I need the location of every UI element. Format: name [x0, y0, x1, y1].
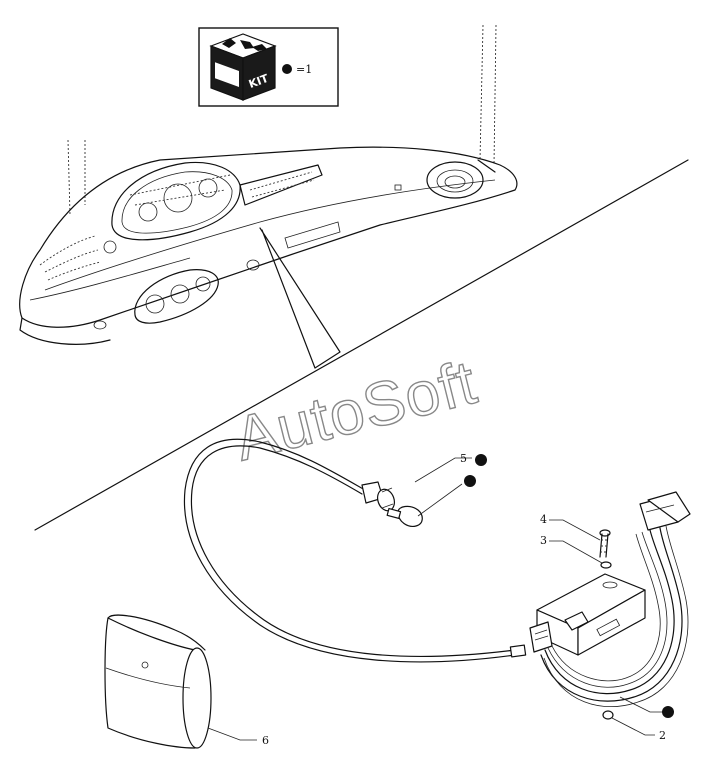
kit-dot-icon	[282, 64, 292, 74]
kit-box-icon: KIT KIT	[209, 33, 277, 101]
dashboard-illustration	[19, 24, 518, 345]
kit-dot-icon	[464, 475, 476, 487]
callout-4: 4	[540, 513, 601, 541]
section-cut-line	[34, 159, 689, 531]
kit-dot-icon	[475, 454, 487, 466]
kit-equation: =1	[296, 63, 312, 76]
key-switch	[361, 481, 396, 512]
screw-part	[599, 529, 611, 558]
lower-gauges	[134, 269, 219, 324]
callout-label-3: 3	[540, 534, 547, 547]
callout-6: 6	[207, 727, 269, 747]
leader-line	[259, 227, 341, 369]
control-module	[529, 491, 691, 708]
watermark: AutoSoft	[228, 348, 483, 474]
nut-part	[602, 710, 614, 720]
callout-label-2: 2	[659, 729, 666, 742]
kit-legend: KIT KIT =1	[198, 27, 339, 107]
key-icon	[386, 505, 423, 527]
cable-harness	[183, 438, 527, 663]
callout-label-6: 6	[262, 734, 269, 747]
callout-5: 5	[414, 452, 487, 517]
callout-label-5: 5	[460, 452, 467, 465]
callout-kit-harness	[619, 696, 674, 718]
callout-2: 2	[611, 717, 666, 742]
kit-dot-icon	[662, 706, 674, 718]
callout-3: 3	[540, 534, 603, 564]
document-pouch	[104, 614, 212, 749]
washer-part	[600, 561, 612, 569]
gauge-cluster	[111, 161, 241, 241]
callout-label-4: 4	[540, 513, 547, 526]
